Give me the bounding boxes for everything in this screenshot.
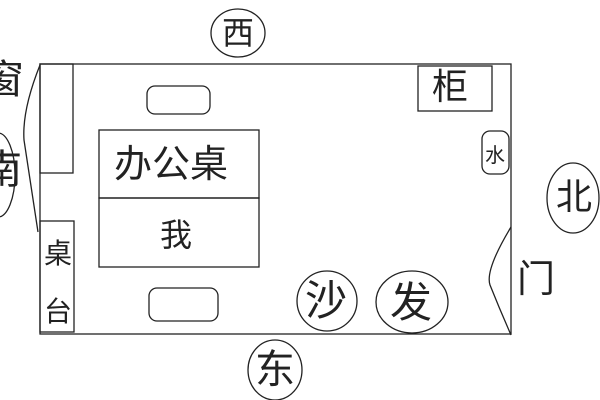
- cabinet: [417, 65, 493, 112]
- west-label: 西: [222, 14, 255, 52]
- cabinet-label: 柜: [432, 67, 469, 108]
- sofa-label-2: 发: [390, 278, 433, 327]
- me-label: 我: [160, 216, 193, 254]
- north-label: 北: [556, 177, 593, 218]
- counter-label-1: 桌: [44, 237, 73, 270]
- counter-label-2: 台: [44, 295, 73, 328]
- door-label: 门: [517, 257, 556, 301]
- my-seat: [98, 197, 260, 268]
- water-label: 水: [485, 143, 505, 167]
- east-circle: [247, 339, 303, 400]
- south-label: 南: [0, 147, 22, 193]
- counter: [39, 220, 75, 333]
- water-dispenser: [481, 130, 510, 175]
- window-label: 窗: [0, 57, 24, 103]
- sofa-label-1: 沙: [305, 276, 348, 325]
- window-shelf: [39, 63, 74, 174]
- sofa-circle-2: [375, 270, 449, 334]
- window-curve: [23, 64, 41, 233]
- room-outline: [39, 63, 512, 335]
- north-circle: [546, 162, 600, 234]
- south-circle: [0, 132, 16, 218]
- door-swing: [488, 226, 512, 336]
- west-circle: [210, 8, 266, 58]
- chair-bottom: [148, 287, 219, 322]
- east-label: 东: [255, 347, 295, 393]
- chair-top: [146, 85, 211, 115]
- sofa-circle-1: [296, 270, 358, 332]
- office-desk-label: 办公桌: [114, 142, 229, 186]
